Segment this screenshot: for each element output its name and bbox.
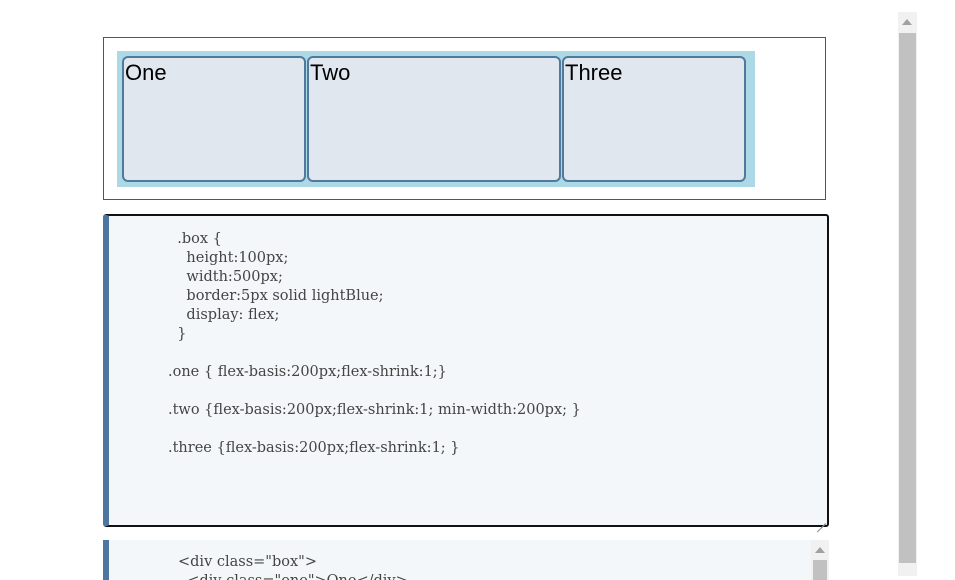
scroll-up-arrow-icon[interactable] [902,19,912,25]
flex-item-three: Three [562,56,746,182]
code-block-scroll-thumb[interactable] [813,560,827,580]
html-code-block: <div class="box"> <div class="one">One</… [103,540,829,580]
css-code-text[interactable]: .box { height:100px; width:500px; border… [168,231,581,456]
demo-output-frame: One Two Three [103,37,826,200]
code-block-scrollbar[interactable] [811,540,829,580]
page-scrollbar[interactable] [898,12,917,576]
flex-item-one: One [122,56,306,182]
flex-item-two: Two [307,56,561,182]
resize-handle-icon[interactable] [816,514,826,524]
css-code-editor[interactable]: .box { height:100px; width:500px; border… [103,214,829,527]
flex-box-container: One Two Three [117,51,755,187]
page-scroll-thumb[interactable] [899,33,916,563]
scroll-up-arrow-icon[interactable] [815,547,825,553]
